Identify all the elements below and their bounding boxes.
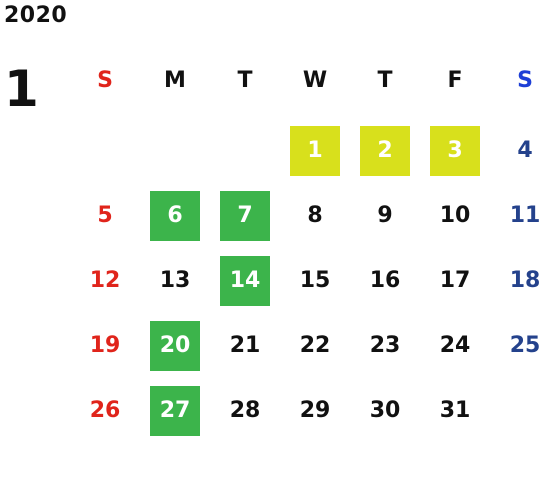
day-cell: 15 [280,248,350,313]
empty-day-cell [70,118,140,183]
day-cell: 5 [70,183,140,248]
day-cell: 30 [350,378,420,443]
weekday-mon: M [164,68,186,93]
day-number[interactable]: 31 [439,398,471,423]
day-cell: 27 [140,378,210,443]
day-number[interactable]: 28 [229,398,261,423]
day-cell: 18 [490,248,548,313]
day-number[interactable]: 19 [89,333,121,358]
day-number[interactable]: 30 [369,398,401,423]
weekday-fri: F [447,68,463,93]
day-number[interactable]: 6 [150,190,200,241]
day-number[interactable]: 22 [299,333,331,358]
day-number[interactable]: 13 [159,268,191,293]
day-cell: 1 [280,118,350,183]
day-cell: 25 [490,313,548,378]
day-number[interactable]: 14 [220,255,270,306]
day-cell: 8 [280,183,350,248]
day-cell: 14 [210,248,280,313]
day-number[interactable]: 21 [229,333,261,358]
day-number[interactable]: 18 [509,268,541,293]
day-number[interactable]: 27 [150,385,200,436]
year-label: 2020 [4,3,68,28]
day-cell: 21 [210,313,280,378]
day-cell: 7 [210,183,280,248]
weekday-sun: S [97,68,113,93]
empty-day-cell [210,118,280,183]
day-cell: 3 [420,118,490,183]
month-label: 1 [4,60,39,118]
day-number[interactable]: 9 [377,203,393,228]
day-number[interactable]: 25 [509,333,541,358]
weekday-wed: W [302,68,328,93]
day-cell: 26 [70,378,140,443]
day-number[interactable]: 15 [299,268,331,293]
day-cell: 20 [140,313,210,378]
weekday-header-row: S M T W T F S [70,66,548,96]
day-cell: 23 [350,313,420,378]
day-number[interactable]: 16 [369,268,401,293]
day-cell: 4 [490,118,548,183]
day-number[interactable]: 2 [360,125,410,176]
day-cell: 28 [210,378,280,443]
day-number[interactable]: 12 [89,268,121,293]
day-number[interactable]: 4 [517,138,533,163]
weekday-tue: T [237,68,253,93]
day-cell: 9 [350,183,420,248]
day-cell: 31 [420,378,490,443]
day-number[interactable]: 17 [439,268,471,293]
day-number[interactable]: 29 [299,398,331,423]
day-cell: 17 [420,248,490,313]
day-number[interactable]: 5 [97,203,113,228]
weekday-sat: S [517,68,533,93]
day-cell: 11 [490,183,548,248]
day-cell: 19 [70,313,140,378]
day-cell: 10 [420,183,490,248]
day-number[interactable]: 7 [220,190,270,241]
empty-day-cell [140,118,210,183]
day-cell: 22 [280,313,350,378]
day-cell: 2 [350,118,420,183]
day-cell: 13 [140,248,210,313]
day-number[interactable]: 3 [430,125,480,176]
day-cell: 24 [420,313,490,378]
day-number[interactable]: 26 [89,398,121,423]
day-cell: 29 [280,378,350,443]
day-number[interactable]: 1 [290,125,340,176]
day-cell: 12 [70,248,140,313]
day-number[interactable]: 11 [509,203,541,228]
day-cell: 6 [140,183,210,248]
weekday-thu: T [377,68,393,93]
empty-day-cell [490,378,548,443]
day-number[interactable]: 20 [150,320,200,371]
day-number[interactable]: 24 [439,333,471,358]
day-number[interactable]: 8 [307,203,323,228]
day-cell: 16 [350,248,420,313]
day-number[interactable]: 10 [439,203,471,228]
day-number[interactable]: 23 [369,333,401,358]
